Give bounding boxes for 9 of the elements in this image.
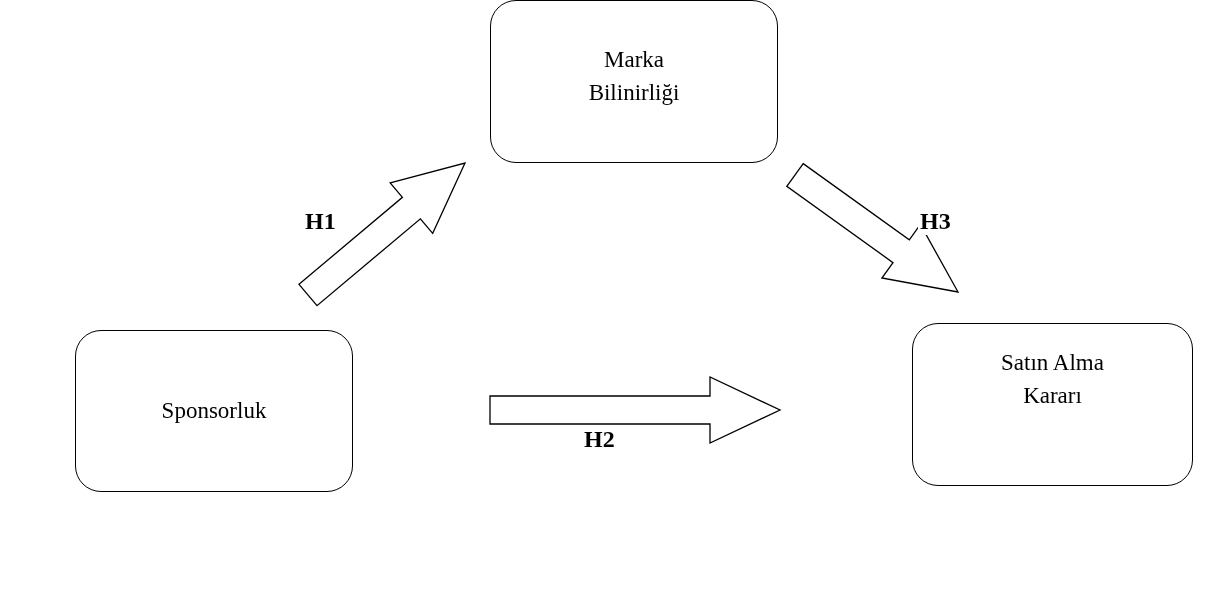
box-label: Satın Alma Kararı: [1000, 349, 1105, 411]
block-arrow: [785, 162, 960, 293]
block-arrow: [489, 375, 782, 445]
box-label: Marka Bilinirliği: [587, 46, 681, 108]
rounded-box: [490, 0, 778, 163]
block-arrow: [298, 162, 467, 307]
rounded-box: [75, 330, 353, 492]
rounded-box: [912, 323, 1193, 486]
box-label: Sponsorluk: [161, 397, 267, 426]
